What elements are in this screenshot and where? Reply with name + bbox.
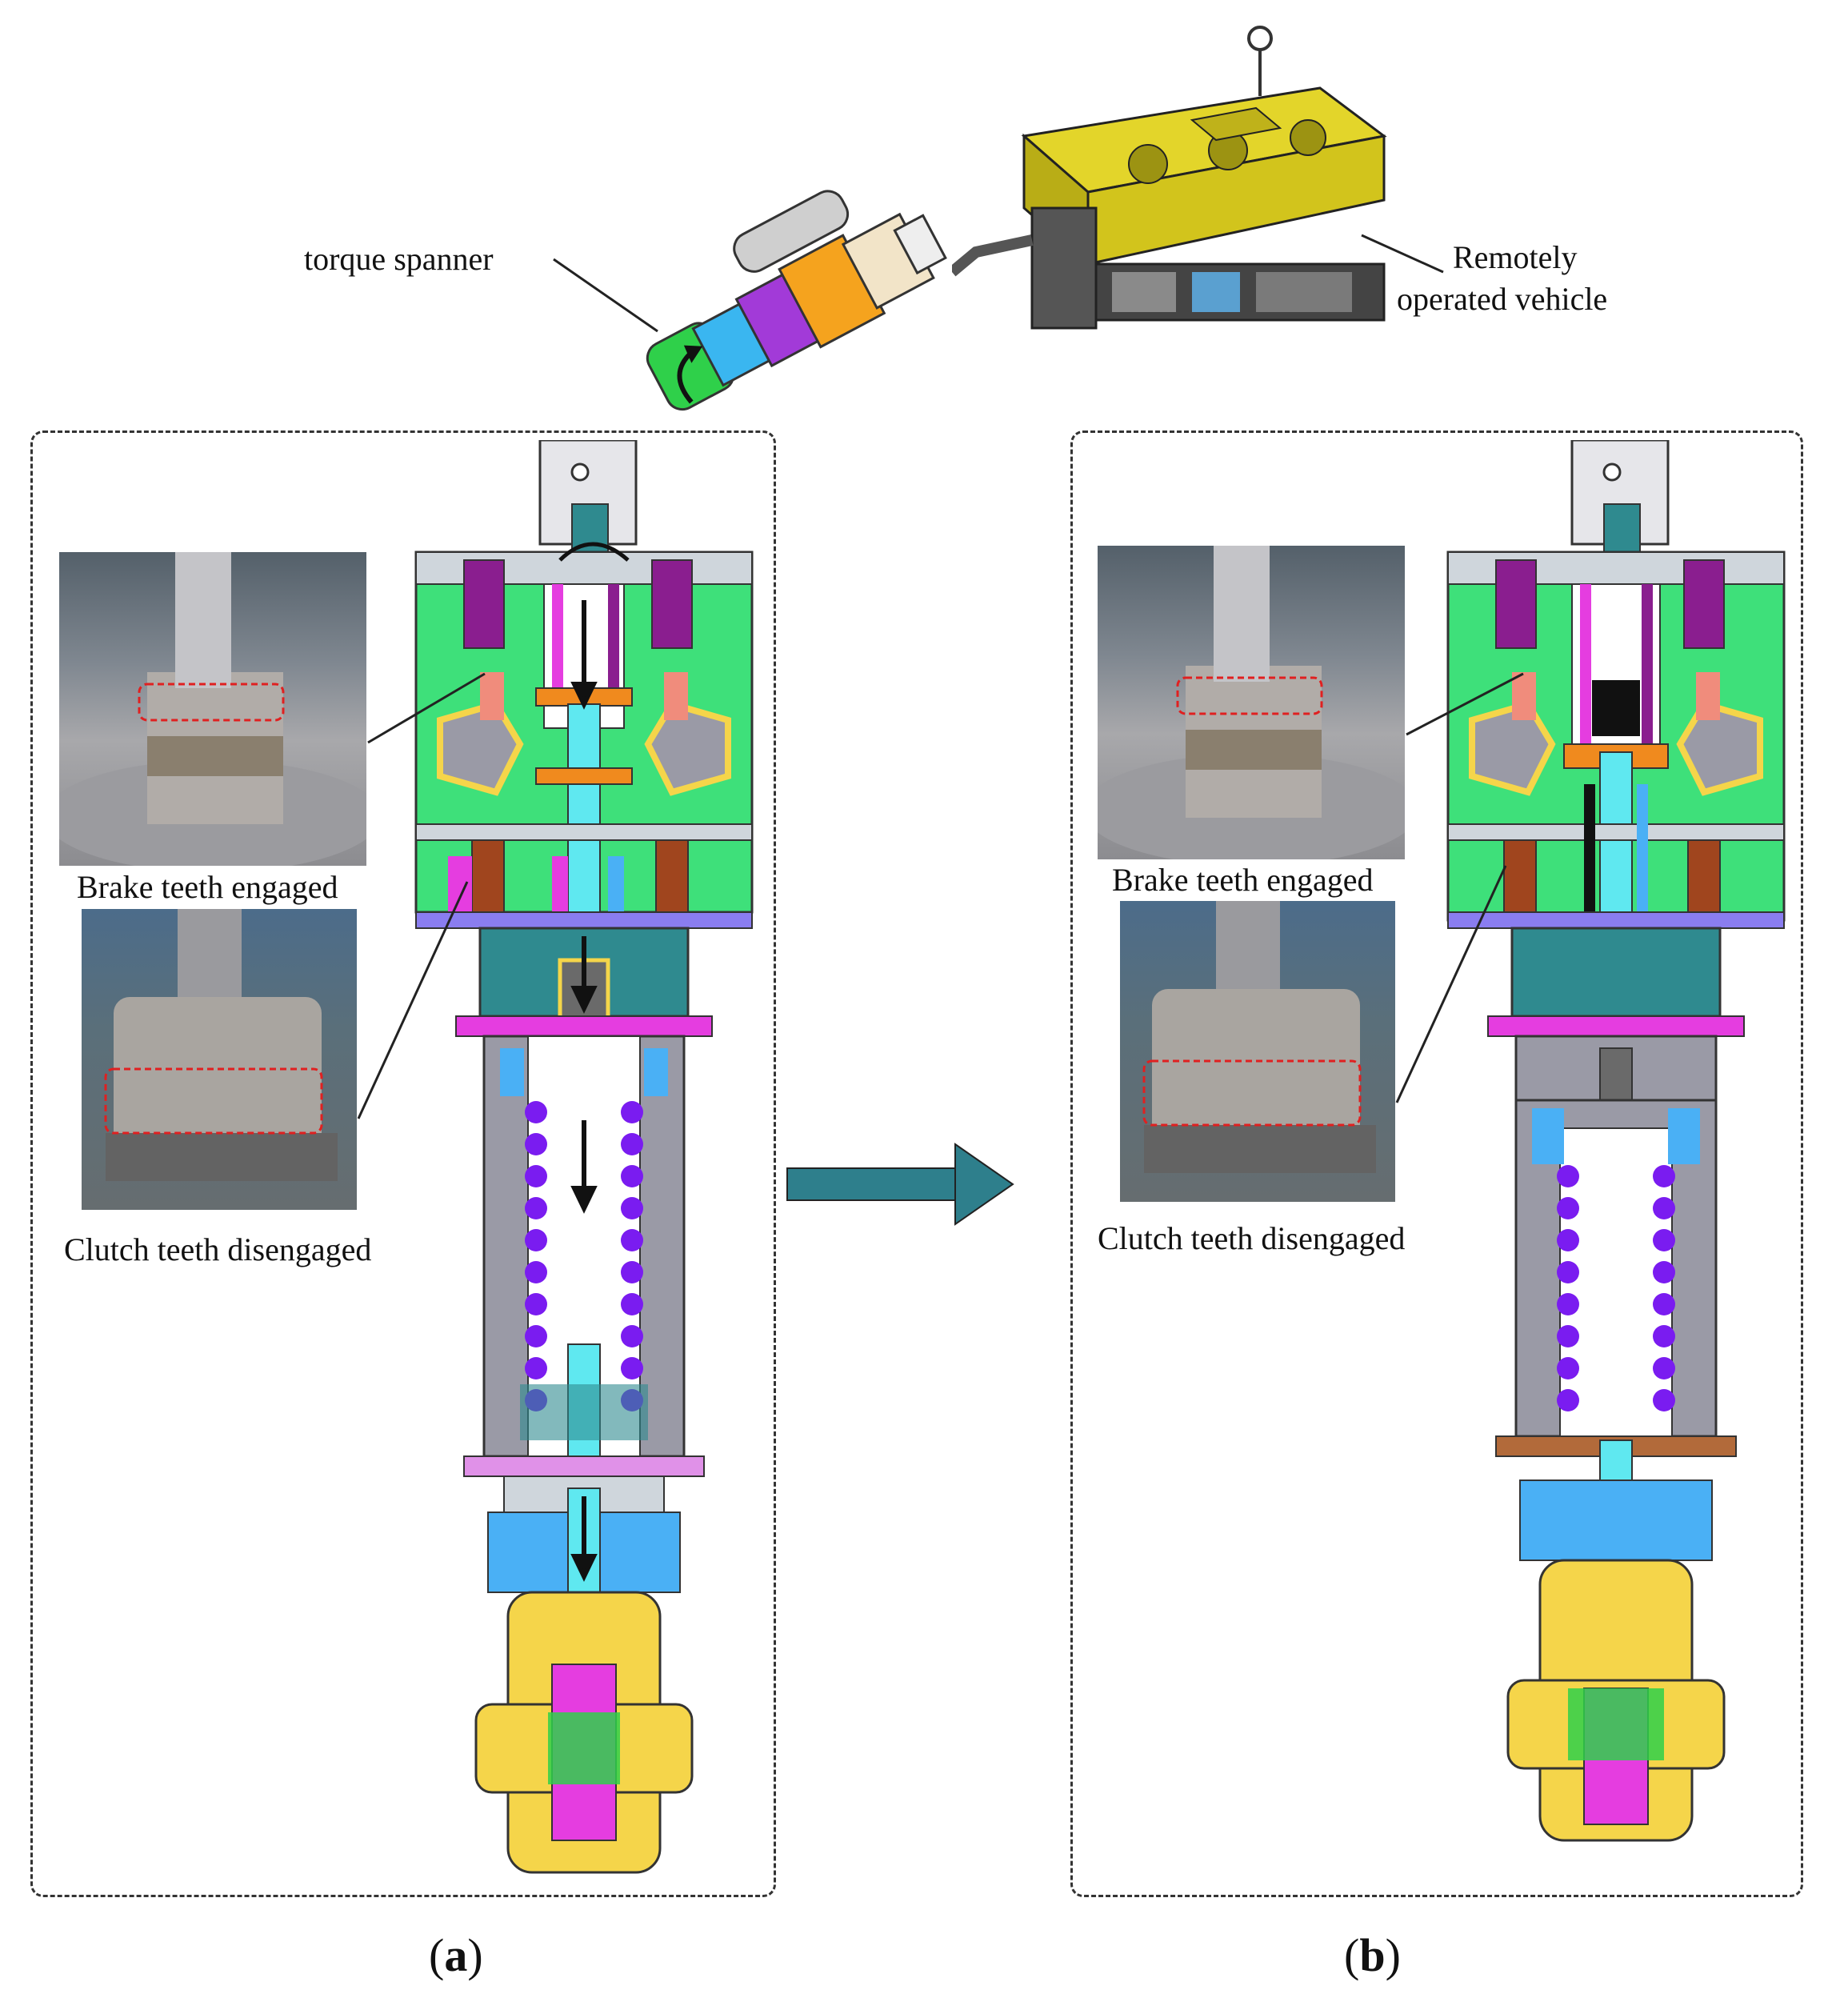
panel-b-brake-leader-line: [1406, 672, 1524, 736]
rov-label-line1: Remotely: [1453, 239, 1578, 275]
transition-arrow: [786, 1143, 1014, 1226]
panel-a-clutch-leader-line: [357, 881, 469, 1119]
torque-spanner-leader-line: [553, 258, 658, 333]
panel-b-clutch-caption: Clutch teeth disengaged: [1098, 1220, 1406, 1256]
panel-a-frame: [30, 430, 776, 1897]
panel-b-letter: b: [1359, 1929, 1386, 1981]
panel-a-letter: a: [444, 1929, 468, 1981]
panel-b-frame: [1070, 430, 1803, 1897]
panel-b-brake-photo: [1098, 546, 1405, 859]
rov-illustration: [952, 26, 1387, 330]
panel-a-label: (a): [429, 1929, 483, 1981]
panel-b-brake-caption: Brake teeth engaged: [1112, 862, 1374, 898]
torque-spanner-label: torque spanner: [304, 241, 494, 277]
rov-label-line2: operated vehicle: [1397, 281, 1608, 317]
rov-leader-line: [1361, 234, 1444, 274]
panel-a-brake-leader-line: [367, 672, 486, 744]
torque-spanner-illustration: [646, 190, 947, 411]
panel-a-brake-photo: [59, 552, 366, 866]
panel-b-clutch-photo: [1120, 901, 1395, 1202]
panel-a-mechanism-section: [414, 440, 754, 1874]
panel-a-clutch-caption: Clutch teeth disengaged: [64, 1231, 372, 1267]
panel-b-label: (b): [1344, 1929, 1401, 1981]
panel-b-mechanism-section: [1446, 440, 1786, 1842]
panel-b-clutch-leader-line: [1395, 865, 1507, 1103]
panel-a-clutch-photo: [82, 909, 357, 1210]
panel-a-brake-caption: Brake teeth engaged: [77, 869, 338, 905]
